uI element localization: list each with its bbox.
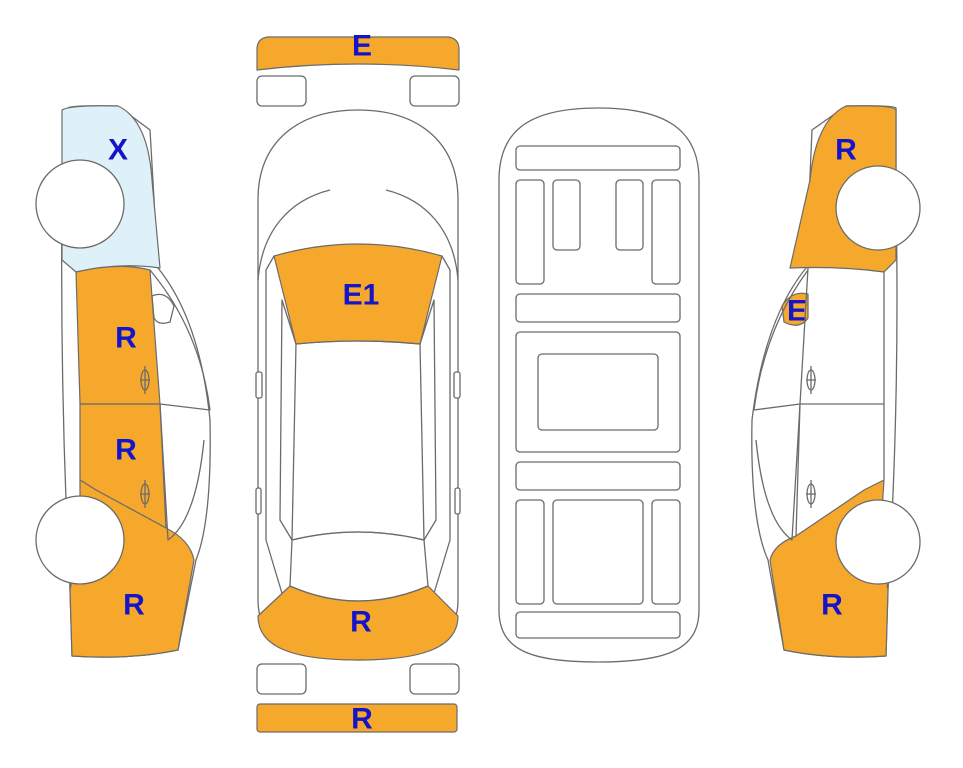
windshield-group[interactable]: E1 bbox=[273, 243, 443, 345]
left-rear-wheel bbox=[35, 495, 125, 585]
left-glass-line-2 bbox=[159, 403, 205, 541]
underbody-panel-rm bbox=[552, 499, 644, 605]
top-handle-left bbox=[255, 487, 262, 515]
right-rear-wheel bbox=[835, 499, 921, 585]
right-front-handle-ring bbox=[806, 369, 816, 391]
right-side-car: R E R bbox=[751, 105, 921, 658]
hood-line-left bbox=[257, 189, 331, 281]
underbody-crossmember-1 bbox=[515, 293, 681, 323]
underbody-panel-fm2 bbox=[615, 179, 644, 251]
underbody-center-frame bbox=[515, 331, 681, 453]
trunk-group[interactable]: R bbox=[257, 585, 459, 661]
underbody-crossmember-2 bbox=[515, 461, 681, 491]
right-glass-line bbox=[753, 269, 809, 411]
left-front-door-group[interactable]: R bbox=[75, 265, 161, 405]
front-right-light bbox=[409, 75, 460, 107]
left-rear-door-label: R bbox=[115, 434, 137, 467]
front-bumper-group[interactable]: E bbox=[256, 30, 460, 71]
left-front-door-label: R bbox=[115, 322, 137, 355]
right-front-handle bbox=[806, 366, 816, 394]
right-front-fender-label: R bbox=[835, 134, 857, 167]
left-front-door-panel[interactable] bbox=[75, 265, 161, 405]
left-side-car: X R R R bbox=[35, 105, 211, 658]
underbody-outline bbox=[498, 107, 700, 663]
underbody-view bbox=[498, 107, 700, 663]
underbody-panel-rl bbox=[515, 499, 545, 605]
underbody-panel-fr bbox=[651, 179, 681, 285]
left-glass-line bbox=[149, 269, 211, 411]
left-rear-handle-ring bbox=[140, 483, 150, 505]
left-front-wheel bbox=[35, 159, 125, 249]
side-glass-left bbox=[279, 299, 297, 541]
underbody-panel-fl bbox=[515, 179, 545, 285]
top-mirror-right bbox=[453, 371, 461, 399]
top-mirror-left bbox=[255, 371, 263, 399]
right-glass-line-2 bbox=[755, 403, 801, 541]
rear-bumper-panel[interactable] bbox=[256, 703, 458, 733]
left-rear-quarter-label: R bbox=[123, 589, 145, 622]
top-handle-right bbox=[454, 487, 461, 515]
rear-left-light bbox=[256, 663, 307, 695]
right-mirror-label: E bbox=[787, 295, 807, 328]
top-view-body bbox=[257, 109, 459, 661]
front-left-light bbox=[256, 75, 307, 107]
side-glass-right bbox=[419, 299, 437, 541]
left-mirror bbox=[151, 293, 175, 324]
right-front-wheel bbox=[835, 165, 921, 251]
left-front-handle-ring bbox=[140, 369, 150, 391]
a-pillar-left bbox=[265, 255, 285, 601]
trunk-label: R bbox=[350, 606, 372, 639]
left-front-handle bbox=[140, 366, 150, 394]
underbody-center-plate bbox=[537, 353, 659, 431]
right-rear-handle bbox=[806, 480, 816, 508]
underbody-panel-fm1 bbox=[552, 179, 581, 251]
underbody-front-bar bbox=[515, 145, 681, 171]
left-rear-handle bbox=[140, 480, 150, 508]
windshield-label: E1 bbox=[343, 279, 380, 312]
rear-bumper-group[interactable]: R bbox=[256, 703, 458, 736]
front-bumper-panel[interactable] bbox=[256, 36, 460, 71]
left-front-fender-label: X bbox=[108, 134, 128, 167]
rear-window-line bbox=[289, 531, 429, 602]
underbody-panel-rr bbox=[651, 499, 681, 605]
hood-line-right bbox=[385, 189, 459, 281]
rear-right-light bbox=[409, 663, 460, 695]
front-bumper-label: E bbox=[352, 30, 372, 63]
underbody-rear-bar bbox=[515, 611, 681, 639]
top-view-car: E1 R bbox=[255, 109, 461, 661]
rear-bumper-label: R bbox=[351, 703, 373, 736]
right-rear-quarter-label: R bbox=[821, 589, 843, 622]
right-rear-handle-ring bbox=[806, 483, 816, 505]
a-pillar-right bbox=[431, 255, 451, 601]
